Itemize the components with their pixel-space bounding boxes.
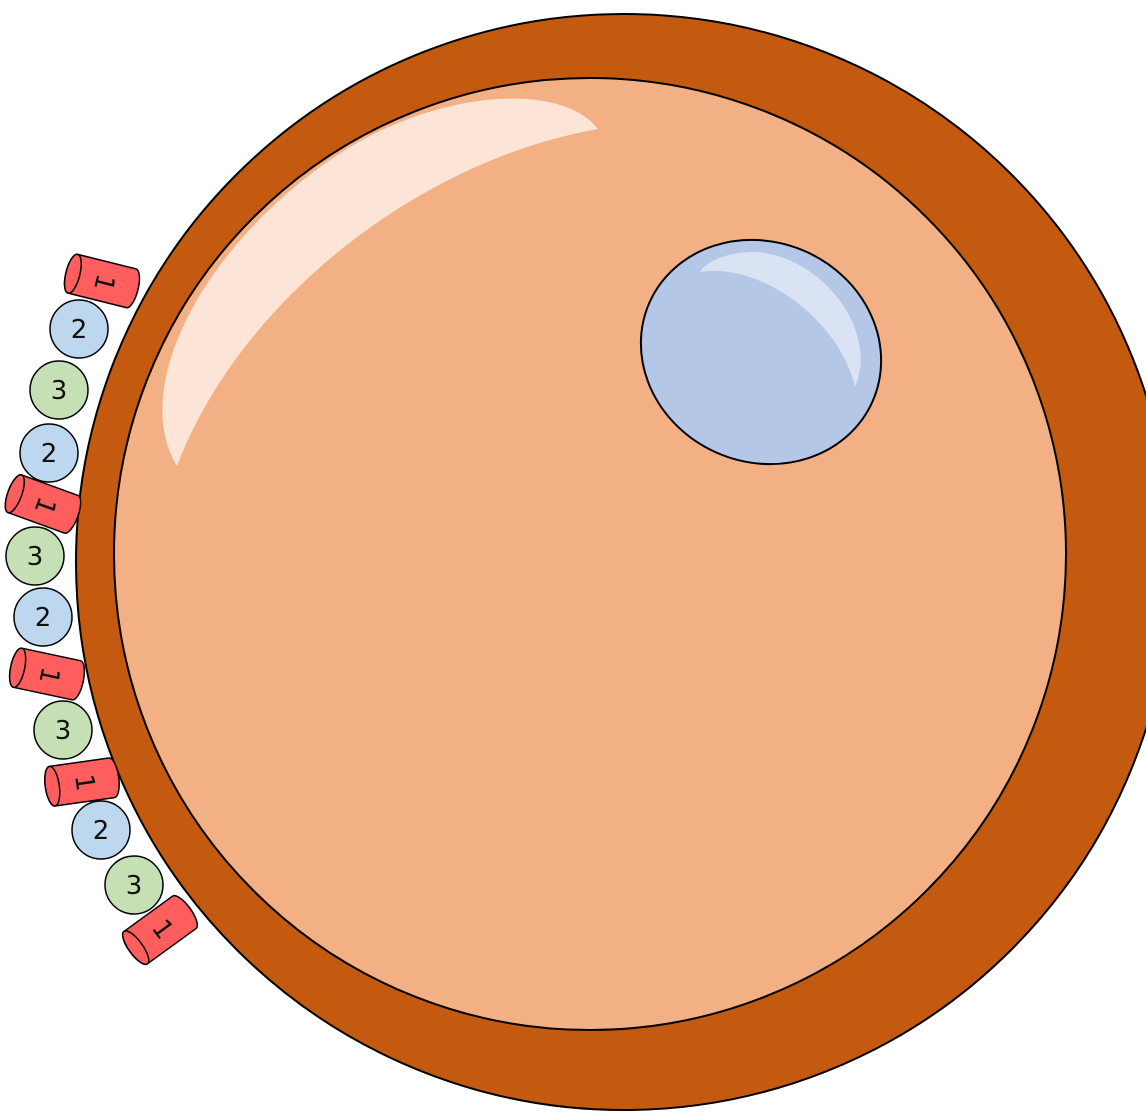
membrane-channel-1: 1 xyxy=(8,647,86,701)
membrane-marker-label: 2 xyxy=(93,816,110,846)
membrane-marker-label: 2 xyxy=(41,439,58,469)
membrane-protein-2: 2 xyxy=(49,299,109,359)
membrane-channel-1: 1 xyxy=(121,894,199,966)
cytoplasm-highlight xyxy=(162,98,599,466)
membrane-marker-label: 3 xyxy=(55,716,72,746)
nucleus-highlight xyxy=(700,252,861,387)
membrane-channel-1: 1 xyxy=(4,474,82,534)
membrane-protein-3: 3 xyxy=(5,526,65,586)
membrane-marker-label: 1 xyxy=(32,664,65,686)
membrane-protein-2: 2 xyxy=(19,423,79,483)
membrane-protein-2: 2 xyxy=(71,800,131,860)
membrane-marker-label: 1 xyxy=(68,772,100,793)
membrane-marker-label: 2 xyxy=(71,315,88,345)
cytoplasm xyxy=(113,77,1067,1031)
membrane-protein-3: 3 xyxy=(33,700,93,760)
membrane-marker-label: 3 xyxy=(51,376,68,406)
membrane-protein-3: 3 xyxy=(29,360,89,420)
membrane-channel-1: 1 xyxy=(63,253,141,309)
membrane-protein-2: 2 xyxy=(13,587,73,647)
membrane-marker-label: 3 xyxy=(126,871,143,901)
membrane-marker-label: 2 xyxy=(35,603,52,633)
membrane-marker-label: 1 xyxy=(87,271,120,294)
membrane-marker-label: 3 xyxy=(27,542,44,572)
membrane-channel-1: 1 xyxy=(44,757,120,807)
membrane-protein-3: 3 xyxy=(104,855,164,915)
